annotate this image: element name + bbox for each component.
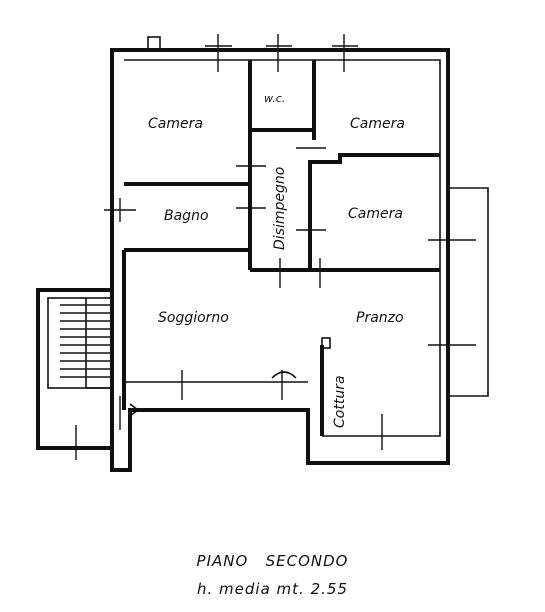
caption-floor-title: PIANO SECONDO (196, 552, 349, 570)
window-marks (75, 34, 476, 460)
caption-average-height: h. media mt. 2.55 (197, 580, 348, 598)
balcony (448, 187, 489, 397)
stair-wall (36, 288, 112, 450)
room-label-cottura: Cottura (332, 375, 348, 428)
stair-inner (47, 297, 113, 389)
entry-arrow (129, 403, 140, 417)
room-label-camera-2: Camera (350, 116, 405, 132)
room-label-wc: w.c. (264, 92, 285, 105)
chimney (147, 36, 161, 50)
kitchen-door-arc (271, 371, 297, 379)
room-label-disimpegno: Disimpegno (272, 167, 288, 250)
room-label-pranzo: Pranzo (356, 310, 404, 326)
room-label-camera-1: Camera (148, 116, 203, 132)
room-label-soggiorno: Soggiorno (158, 310, 229, 326)
room-label-bagno: Bagno (164, 208, 209, 224)
outer-wall-inner-line (124, 59, 441, 437)
stair-steps (60, 298, 112, 388)
room-label-camera-3: Camera (348, 206, 403, 222)
interior-walls (122, 60, 440, 436)
